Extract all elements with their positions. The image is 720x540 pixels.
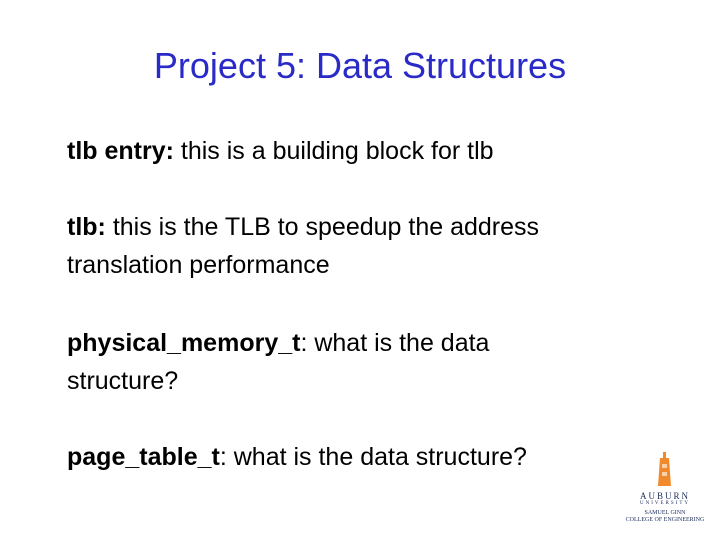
description: this is the TLB to speedup the address t… [67,213,540,279]
term: tlb entry: [67,137,174,165]
slide-title: Project 5: Data Structures [153,45,567,86]
logo-college-line2: COLLEGE OF ENGINEERING [625,517,705,523]
auburn-logo: AUBURN UNIVERSITY SAMUEL GINN COLLEGE OF… [610,452,720,537]
item-physical-memory: physical_memory_t: what is the data stru… [67,324,567,400]
logo-name: AUBURN [639,491,690,501]
item-tlb-entry: tlb entry: this is a building block for … [67,132,667,170]
item-tlb: tlb: this is the TLB to speedup the addr… [67,208,627,284]
term: page_table_t [67,443,220,471]
description: this is a building block for tlb [173,137,494,165]
logo-college-line1: SAMUEL GINN [644,510,686,516]
tower-icon [658,452,671,486]
term: tlb: [67,213,106,241]
logo-university: UNIVERSITY [640,501,690,506]
term: physical_memory_t [67,329,301,357]
description: : what is the data structure? [219,443,527,471]
item-page-table: page_table_t: what is the data structure… [67,438,627,476]
description: : what is the data structure? [67,329,490,395]
